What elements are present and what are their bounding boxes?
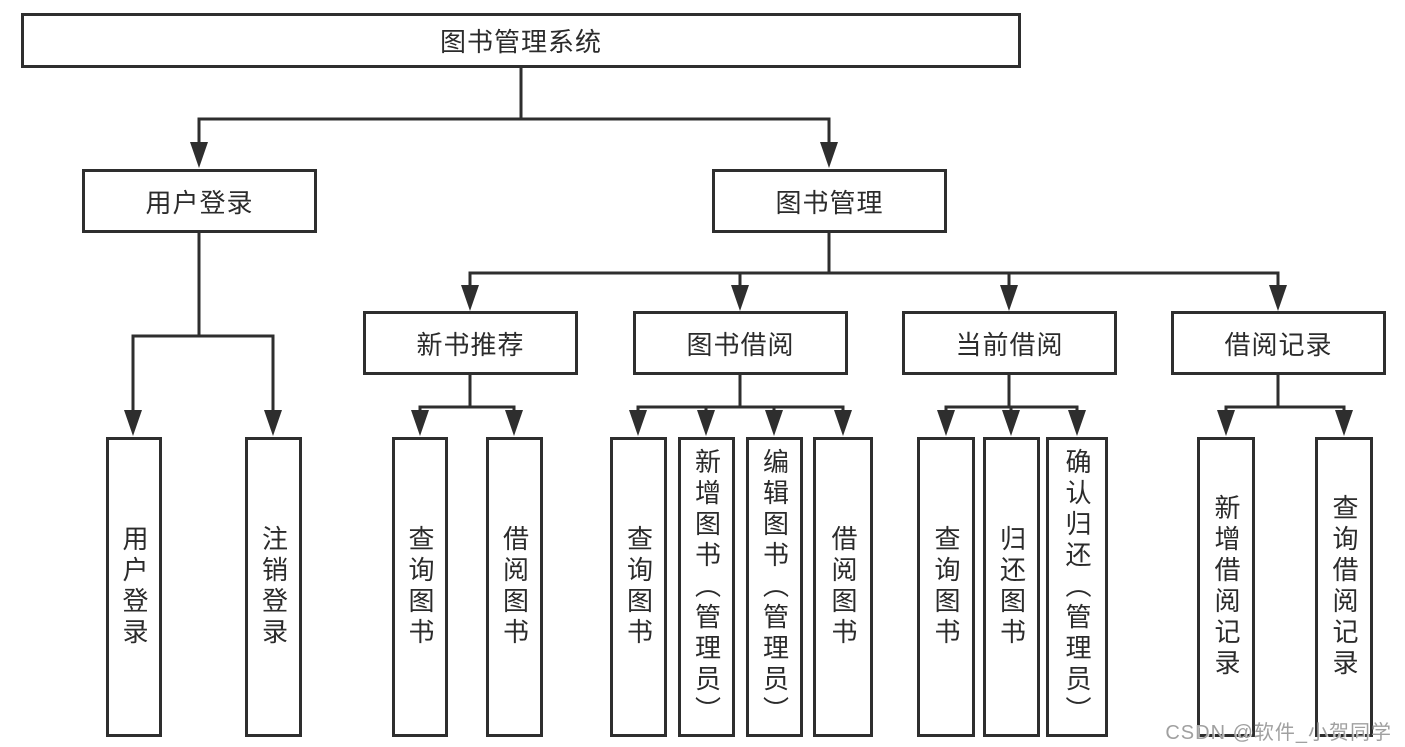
node-label: 新增图书（管理员）: [691, 447, 722, 727]
node-leaf-query-books-2: 查询图书: [610, 437, 667, 737]
node-leaf-borrow-books-1: 借阅图书: [486, 437, 543, 737]
node-label: 查询图书: [623, 525, 654, 649]
node-leaf-borrow-books-2: 借阅图书: [813, 437, 873, 737]
node-leaf-return-books: 归还图书: [983, 437, 1040, 737]
node-label: 查询图书: [405, 525, 435, 649]
node-leaf-add-books-admin: 新增图书（管理员）: [678, 437, 735, 737]
connector-book-mgmt-to-level3: [461, 231, 1287, 311]
node-label: 用户登录: [119, 525, 149, 649]
node-leaf-confirm-return-admin: 确认归还（管理员）: [1046, 437, 1108, 737]
connector-borrow-records-children: [1217, 373, 1353, 436]
node-leaf-query-books-1: 查询图书: [392, 437, 448, 737]
csdn-watermark: CSDN @软件_小贺同学: [1165, 722, 1392, 744]
connector-new-book-children: [411, 373, 523, 436]
connector-root-to-level2: [190, 66, 838, 168]
node-book-borrowing: 图书借阅: [633, 311, 848, 375]
node-library-system: 图书管理系统: [21, 13, 1021, 68]
node-label: 确认归还（管理员）: [1062, 447, 1092, 727]
node-label: 借阅图书: [499, 525, 530, 649]
connector-current-borrow-children: [937, 373, 1086, 436]
node-leaf-query-books-3: 查询图书: [917, 437, 975, 737]
node-label: 编辑图书（管理员）: [759, 447, 790, 727]
node-label: 查询图书: [931, 525, 961, 649]
node-current-borrowing: 当前借阅: [902, 311, 1117, 375]
node-label: 借阅图书: [828, 525, 858, 649]
node-leaf-logout: 注销登录: [245, 437, 302, 737]
node-label: 新增借阅记录: [1211, 494, 1241, 680]
node-label: 查询借阅记录: [1329, 494, 1359, 680]
node-leaf-add-borrow-record: 新增借阅记录: [1197, 437, 1255, 737]
connector-book-borrow-children: [629, 373, 852, 436]
node-borrowing-records: 借阅记录: [1171, 311, 1386, 375]
node-leaf-user-login: 用户登录: [106, 437, 162, 737]
node-book-management: 图书管理: [712, 169, 947, 233]
node-label: 归还图书: [996, 525, 1027, 649]
node-leaf-query-borrow-record: 查询借阅记录: [1315, 437, 1373, 737]
node-new-book-recommendation: 新书推荐: [363, 311, 578, 375]
node-user-login: 用户登录: [82, 169, 317, 233]
node-leaf-edit-books-admin: 编辑图书（管理员）: [746, 437, 803, 737]
node-label: 注销登录: [258, 525, 289, 649]
connector-user-login-children: [124, 231, 282, 436]
